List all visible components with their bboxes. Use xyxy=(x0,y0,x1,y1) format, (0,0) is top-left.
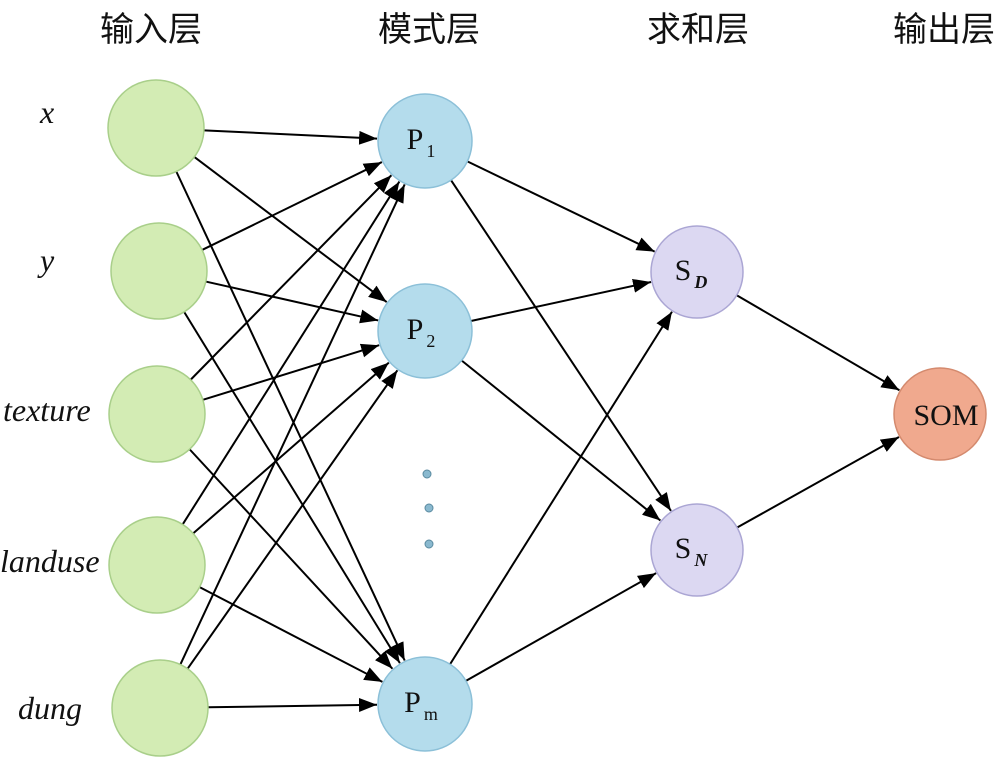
edge-pattern1-sum0 xyxy=(470,278,652,323)
edge-pattern0-sum1 xyxy=(450,179,672,512)
input-layer-title: 输入层 xyxy=(100,10,202,50)
edge-input3-pattern2 xyxy=(199,586,383,683)
summation-node-1 xyxy=(650,503,744,597)
pattern-node-1 xyxy=(377,283,473,379)
edge-pattern0-sum0 xyxy=(466,160,656,253)
edge-sum1-output xyxy=(736,436,900,529)
edge-input2-pattern1 xyxy=(202,343,380,401)
edge-sum0-output xyxy=(736,294,900,392)
edge-input2-pattern2 xyxy=(188,448,394,670)
ellipsis-dot-2 xyxy=(424,539,434,549)
summation-node-0 xyxy=(650,225,744,319)
summation-layer-title: 求和层 xyxy=(647,10,749,50)
edge-input4-pattern1 xyxy=(186,369,399,670)
input-node-landuse xyxy=(108,516,206,614)
edge-pattern1-sum1 xyxy=(460,359,662,522)
edge-input2-pattern0 xyxy=(189,174,393,381)
output-node xyxy=(893,367,987,461)
input-node-y xyxy=(110,222,208,320)
edge-input0-pattern2 xyxy=(175,171,406,661)
input-label-dung: dung xyxy=(18,690,82,726)
edge-input1-pattern0 xyxy=(201,161,383,251)
input-label-x: x xyxy=(40,94,55,130)
edge-input0-pattern1 xyxy=(193,156,388,303)
input-node-x xyxy=(107,79,205,177)
edge-input4-pattern2 xyxy=(207,697,378,712)
edge-pattern2-sum1 xyxy=(465,572,657,682)
connections xyxy=(175,129,900,712)
input-node-dung xyxy=(111,659,209,757)
edge-pattern2-sum0 xyxy=(449,311,673,665)
edge-input4-pattern0 xyxy=(179,184,406,665)
input-label-y: y xyxy=(40,242,55,278)
edge-input1-pattern1 xyxy=(205,280,379,324)
edge-input0-pattern0 xyxy=(203,129,378,145)
edge-input3-pattern1 xyxy=(192,361,390,535)
output-layer-title: 输出层 xyxy=(893,10,995,50)
input-label-texture: texture xyxy=(3,392,91,428)
input-label-landuse: landuse xyxy=(0,543,100,579)
pattern-node-0 xyxy=(377,93,473,189)
ellipsis-dot-1 xyxy=(424,503,434,513)
edge-input1-pattern2 xyxy=(183,311,401,664)
edge-input3-pattern0 xyxy=(181,181,401,525)
input-node-texture xyxy=(108,365,206,463)
ellipsis-dot-0 xyxy=(422,469,432,479)
pattern-layer-title: 模式层 xyxy=(378,10,480,50)
pattern-node-2 xyxy=(377,656,473,752)
output-node-label: SOM xyxy=(913,399,978,432)
